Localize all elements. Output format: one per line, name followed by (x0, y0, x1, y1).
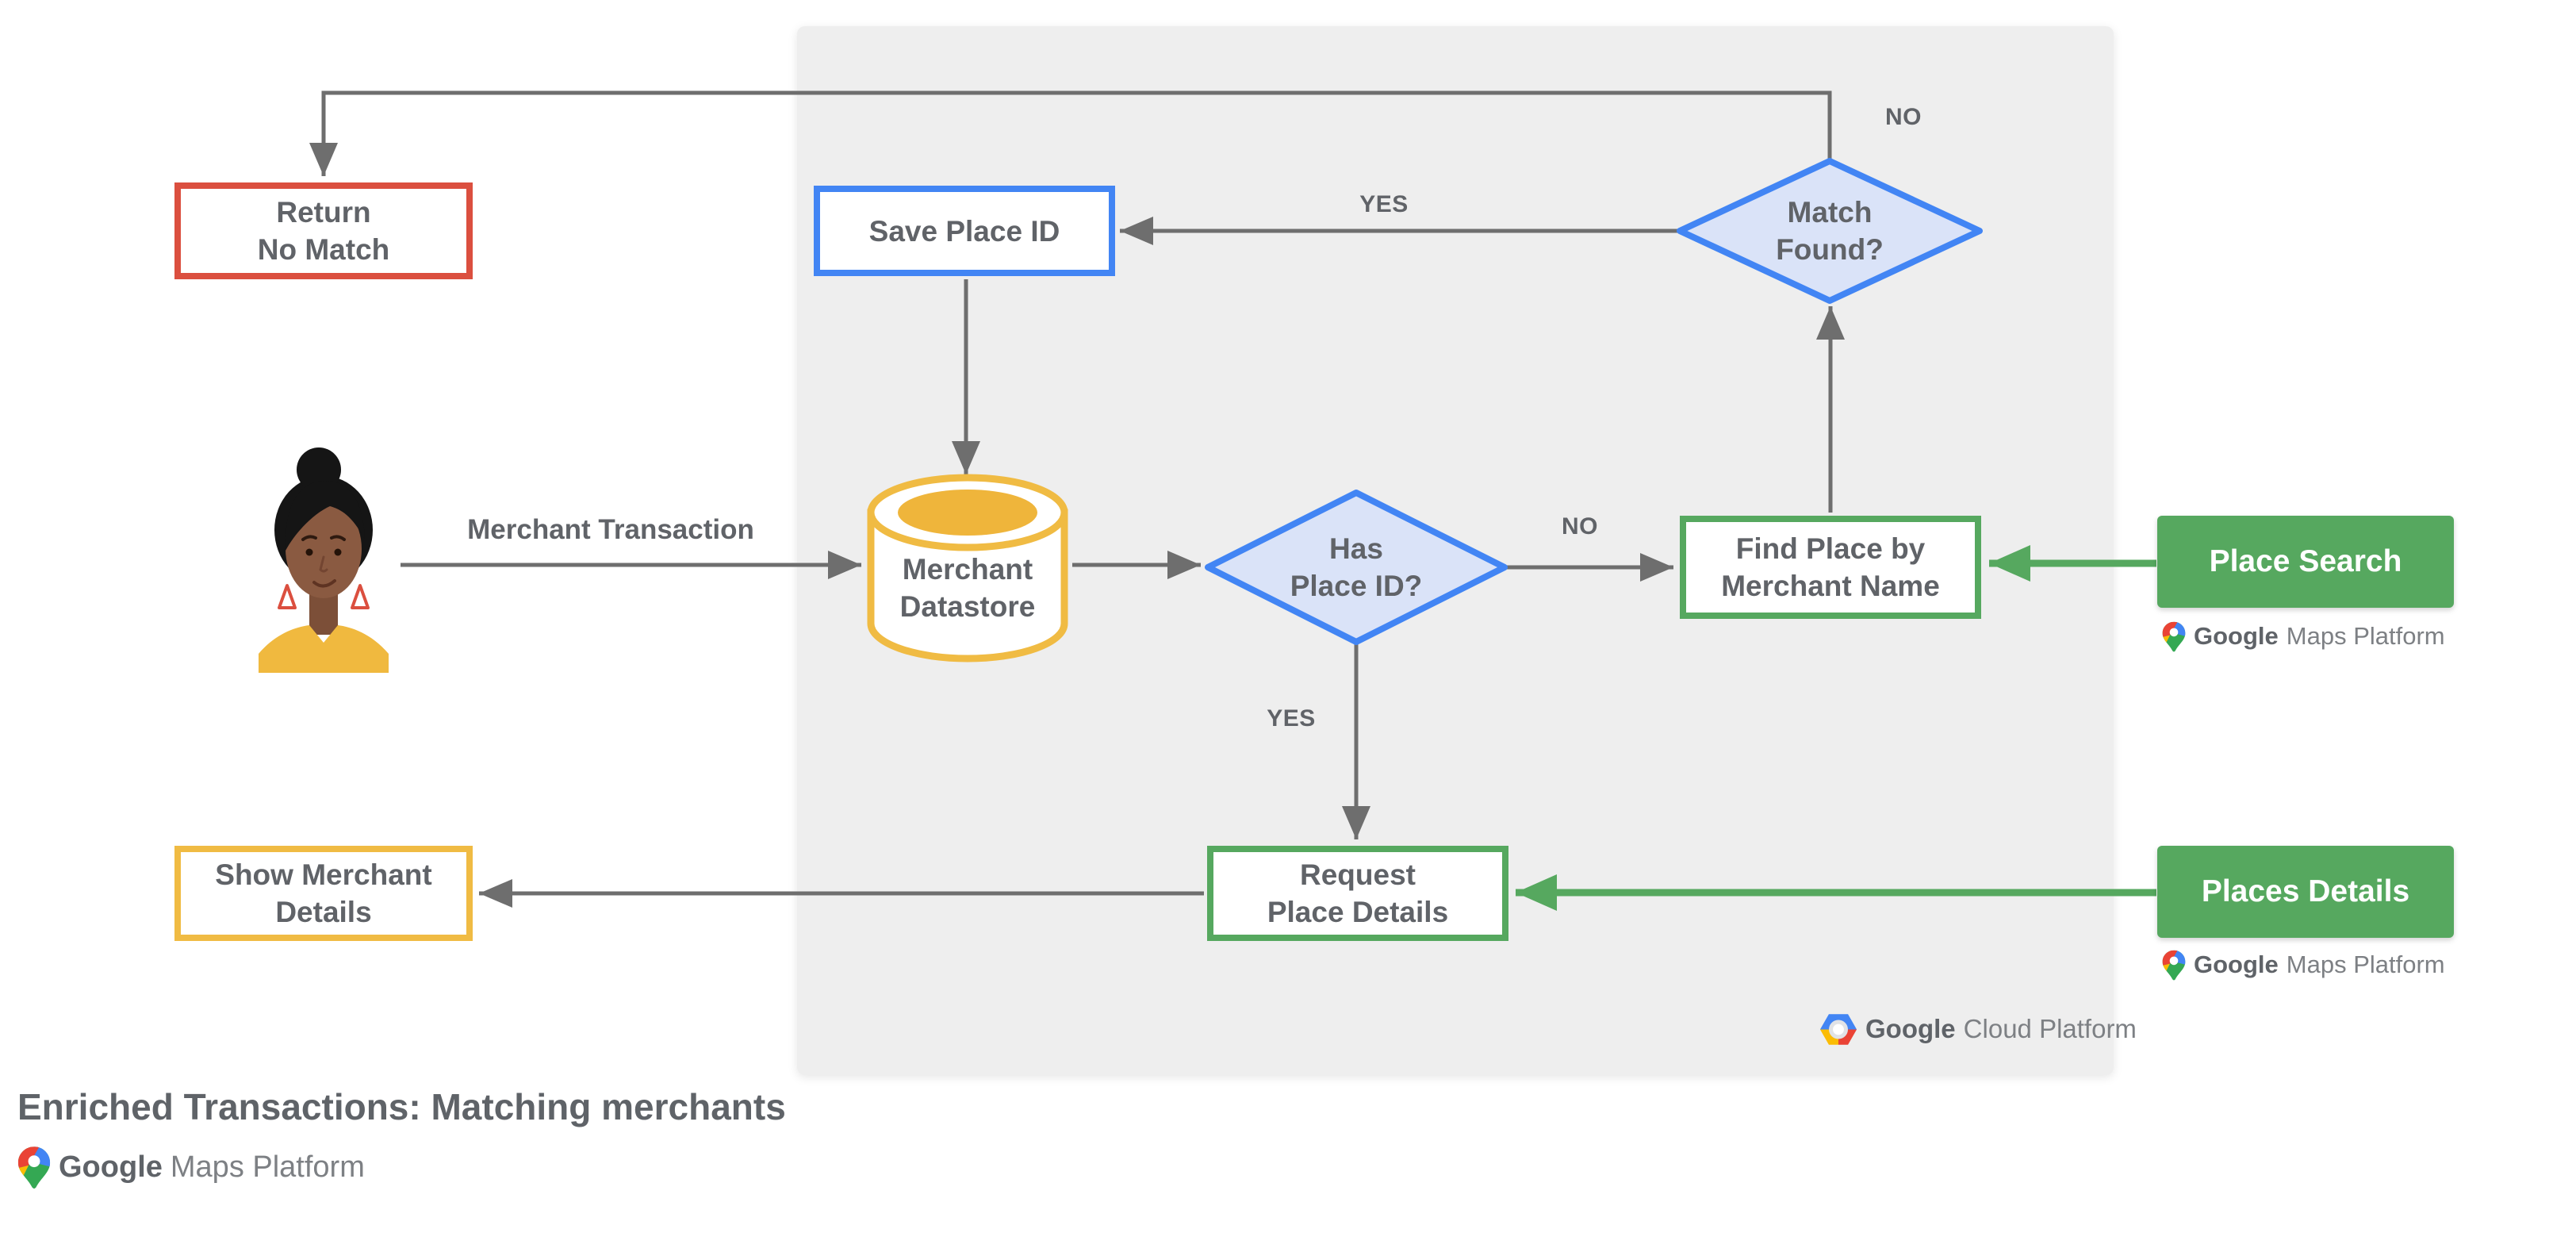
maps-pin-icon (2162, 950, 2186, 981)
has-place-id-line1: Has (1329, 532, 1383, 565)
match-found-line2: Found? (1776, 233, 1884, 266)
show-merchant-details-line1: Show Merchant (215, 858, 432, 891)
merchant-datastore-line2: Datastore (899, 590, 1036, 623)
cloud-logo-rest-word: Cloud Platform (1963, 1014, 2137, 1043)
find-place-by-merchant-name-node: Find Place by Merchant Name (1680, 516, 1981, 619)
google-cloud-platform-logo: Google Cloud Platform (1819, 1006, 2137, 1052)
arrow-no-to-returnnomatch (309, 90, 1832, 176)
maps-logo-rest-word: Maps Platform (2286, 951, 2445, 978)
place-search-api-node: Place Search (2157, 516, 2454, 608)
return-no-match-line1: Return (276, 196, 371, 229)
show-merchant-details-line2: Details (275, 896, 372, 928)
match-found-diamond-shape (1677, 158, 1983, 304)
match-found-decision: Match Found? (1735, 159, 1925, 302)
decision-diamonds (1205, 158, 1983, 645)
return-no-match-line2: No Match (257, 233, 390, 266)
merchant-transaction-label: Merchant Transaction (467, 514, 754, 545)
diagram-title: Enriched Transactions: Matching merchant… (17, 1086, 786, 1127)
find-place-line1: Find Place by (1735, 532, 1926, 565)
google-maps-platform-logo-footer: Google Maps Platform (17, 1141, 365, 1193)
maps-pin-icon (17, 1146, 51, 1189)
find-place-line2: Merchant Name (1721, 570, 1940, 602)
save-place-id-label: Save Place ID (868, 214, 1060, 248)
maps-logo-google-word: Google (2194, 951, 2279, 978)
places-details-label: Places Details (2201, 874, 2410, 908)
places-details-api-node: Places Details (2157, 846, 2454, 938)
maps-pin-icon (2162, 621, 2186, 652)
no-label-find: NO (1562, 513, 1598, 540)
has-place-id-diamond-shape (1205, 490, 1508, 645)
request-place-details-line1: Request (1300, 858, 1416, 891)
has-place-id-decision: Has Place ID? (1261, 496, 1451, 639)
request-place-details-node: Request Place Details (1207, 846, 1508, 941)
maps-logo-rest-word: Maps Platform (2286, 622, 2445, 650)
merchant-user-avatar (259, 447, 389, 673)
merchant-datastore-label: Merchant Datastore (861, 551, 1074, 625)
maps-logo-rest-word: Maps Platform (170, 1150, 365, 1184)
show-merchant-details-node: Show Merchant Details (174, 846, 473, 941)
no-label-top: NO (1885, 104, 1922, 130)
merchant-datastore-line1: Merchant (902, 553, 1033, 586)
cloud-hexagon-icon (1819, 1013, 1857, 1046)
merchant-datastore-cylinder (867, 474, 1068, 662)
has-place-id-line2: Place ID? (1290, 570, 1423, 602)
return-no-match-node: Return No Match (174, 182, 473, 279)
cloud-logo-google-word: Google (1865, 1014, 1956, 1043)
match-found-line1: Match (1787, 196, 1873, 229)
place-search-label: Place Search (2209, 544, 2402, 578)
google-maps-platform-logo-placesdetails: Google Maps Platform (2162, 944, 2445, 985)
google-maps-platform-logo-placesearch: Google Maps Platform (2162, 616, 2445, 657)
yes-label-request: YES (1267, 705, 1316, 732)
green-arrows (1516, 545, 2156, 911)
maps-logo-google-word: Google (59, 1150, 163, 1184)
maps-logo-google-word: Google (2194, 622, 2279, 650)
save-place-id-node: Save Place ID (814, 186, 1115, 276)
gray-arrows (309, 90, 1845, 908)
request-place-details-line2: Place Details (1267, 896, 1449, 928)
yes-label-save: YES (1359, 191, 1409, 217)
